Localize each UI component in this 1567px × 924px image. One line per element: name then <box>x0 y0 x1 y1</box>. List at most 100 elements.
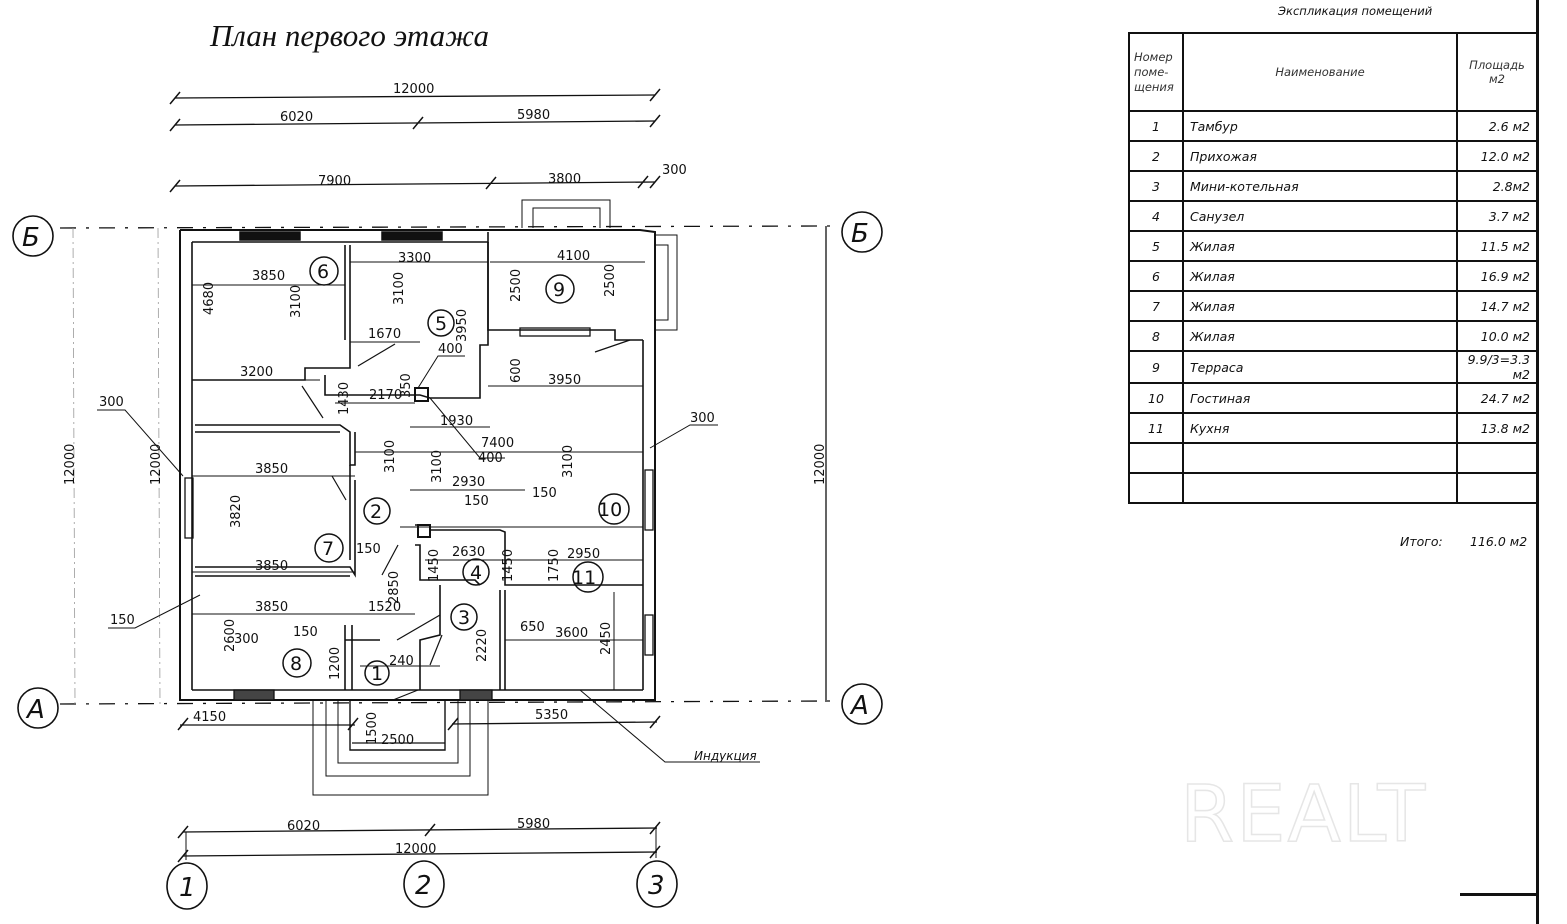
window-bottom-2 <box>459 689 493 701</box>
dim-bottom-left: 6020 <box>287 819 320 834</box>
axis-bubble-b-right <box>841 211 883 253</box>
dim-inner: 3100 <box>430 450 445 483</box>
room-number-10: 10 <box>598 499 622 521</box>
explication-table: Номер поме- щения Наименование Площадь м… <box>1128 32 1538 504</box>
plan-title: План первого этажа <box>210 18 490 53</box>
dim-right-300: 300 <box>690 411 715 426</box>
cell-num: 1 <box>1128 110 1184 142</box>
realt-watermark-logo: REALT <box>1179 769 1428 861</box>
cell-num: 7 <box>1128 290 1184 322</box>
dim-inner: 2850 <box>387 571 402 604</box>
dim-top-300: 300 <box>662 163 687 178</box>
header-name: Наименование <box>1182 32 1458 112</box>
cell-name: Терраса <box>1182 350 1458 384</box>
axis-bubble-1 <box>166 862 208 910</box>
dim-bottom-right: 5980 <box>517 817 550 832</box>
room-number-9: 9 <box>553 279 565 301</box>
cell-name: Мини-котельная <box>1182 170 1458 202</box>
room-number-11: 11 <box>572 567 596 589</box>
cell-area: 16.9 м2 <box>1456 260 1538 292</box>
dim-inner: 3950 <box>455 309 470 342</box>
dim-inner: 3850 <box>252 269 285 284</box>
dim-inner: 1520 <box>368 600 401 615</box>
cell-area: 13.8 м2 <box>1456 412 1538 444</box>
dim-inner: 4100 <box>557 249 590 264</box>
dim-inner: 150 <box>532 486 557 501</box>
dim-right: 12000 <box>813 444 828 485</box>
room-number-7: 7 <box>322 538 334 560</box>
axis-label-1: 1 <box>179 873 196 903</box>
room-number-1: 1 <box>371 663 383 685</box>
dim-inner: 1930 <box>440 414 473 429</box>
table-row-empty <box>1128 442 1538 474</box>
cell-area: 11.5 м2 <box>1456 230 1538 262</box>
dim-inner: 1200 <box>328 647 343 680</box>
terrace-door <box>519 327 591 337</box>
dim-inner: 3100 <box>383 440 398 473</box>
dim-inner: 1750 <box>547 549 562 582</box>
sheet-frame-right <box>1536 0 1539 924</box>
cell-area: 14.7 м2 <box>1456 290 1538 322</box>
window-bottom-1 <box>233 689 275 701</box>
cell-num: 4 <box>1128 200 1184 232</box>
total-label: Итого: <box>1400 534 1443 549</box>
dim-inner: 2500 <box>603 264 618 297</box>
axis-label-2: 2 <box>415 871 432 901</box>
axis-label-a-left: А <box>25 695 45 725</box>
cell-name: Жилая <box>1182 320 1458 352</box>
dim-inner: 3820 <box>229 495 244 528</box>
window-top-2 <box>381 231 443 241</box>
dim-inner: 3100 <box>561 445 576 478</box>
header-area: Площадь м2 <box>1456 32 1538 112</box>
cell-area: 3.7 м2 <box>1456 200 1538 232</box>
axis-label-3: 3 <box>648 871 665 901</box>
dim-inner: 1450 <box>427 549 442 582</box>
cell-num: 8 <box>1128 320 1184 352</box>
total-value: 116.0 м2 <box>1470 534 1528 549</box>
dim-inner: 3200 <box>240 365 273 380</box>
dim-inner: 3850 <box>255 600 288 615</box>
axis-bubble-a-left <box>17 687 59 729</box>
dim-top-left: 6020 <box>280 110 313 125</box>
dim-line-top-total <box>174 94 656 99</box>
table-header-row: Номер поме- щения Наименование Площадь м… <box>1128 32 1538 112</box>
dim-inner: 240 <box>389 654 414 669</box>
cell-area: 2.6 м2 <box>1456 110 1538 142</box>
window-top-1 <box>239 231 301 241</box>
room-number-4: 4 <box>470 562 482 584</box>
dim-left-150: 150 <box>110 613 135 628</box>
cell-name: Жилая <box>1182 230 1458 262</box>
dim-inner: 1430 <box>337 382 352 415</box>
dim-inner: 2930 <box>452 475 485 490</box>
dim-inner: 650 <box>520 620 545 635</box>
dim-4150: 4150 <box>193 710 226 725</box>
cell-num: 9 <box>1128 350 1184 384</box>
dim-inner: 150 <box>464 494 489 509</box>
dim-inner: 2630 <box>452 545 485 560</box>
dim-top-right: 5980 <box>517 108 550 123</box>
dim-inner: 300 <box>234 632 259 647</box>
dim-inner: 3850 <box>255 559 288 574</box>
cell-area: 10.0 м2 <box>1456 320 1538 352</box>
cell-num: 11 <box>1128 412 1184 444</box>
dim-inner: 4680 <box>202 282 217 315</box>
dim-inner: 1670 <box>368 327 401 342</box>
dim-inner: 3100 <box>392 272 407 305</box>
axis-bubble-3 <box>636 860 678 908</box>
cell-name: Санузел <box>1182 200 1458 232</box>
axis-label-a-right: А <box>849 691 869 721</box>
axis-label-b-right: Б <box>851 219 869 249</box>
dim-inner: 2450 <box>599 622 614 655</box>
dim-5350: 5350 <box>535 708 568 723</box>
explication-title: Экспликация помещений <box>1278 4 1433 18</box>
cell-area: 9.9/3=3.3 м2 <box>1456 350 1538 384</box>
room-number-5: 5 <box>435 313 447 335</box>
dim-inner: 1450 <box>501 549 516 582</box>
